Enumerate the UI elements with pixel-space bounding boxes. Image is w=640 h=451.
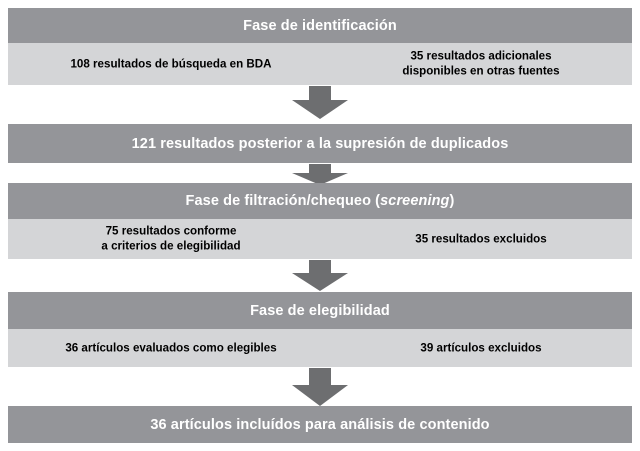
stage-header-filtracion: Fase de filtración/chequeo (screening) <box>8 183 632 219</box>
arrow-down-icon-2 <box>292 164 348 185</box>
stage-body-elegibilidad: 36 artículos evaluados como elegibles 39… <box>8 329 632 367</box>
elegibilidad-right-count: 39 artículos excluidos <box>420 341 542 355</box>
identificacion-left-count: 108 resultados de búsqueda en BDA <box>70 57 272 71</box>
stage-header-elegibilidad: Fase de elegibilidad <box>8 292 632 329</box>
stage-header-inclusion: 36 artículos incluídos para análisis de … <box>8 406 632 443</box>
stage-header-filtracion-suffix: ) <box>449 193 455 209</box>
stage-body-filtracion: 75 resultados conforme a criterios de el… <box>8 219 632 259</box>
filtracion-left-count: 75 resultados conforme a criterios de el… <box>101 224 241 253</box>
arrow-down-icon-3 <box>292 260 348 291</box>
stage-body-identificacion: 108 resultados de búsqueda en BDA 35 res… <box>8 43 632 85</box>
filtracion-right-count: 35 resultados excluidos <box>415 232 547 246</box>
stage-header-duplicados: 121 resultados posterior a la supresión … <box>8 124 632 163</box>
elegibilidad-left-count: 36 artículos evaluados como elegibles <box>65 341 277 355</box>
stage-header-identificacion: Fase de identificación <box>8 8 632 43</box>
identificacion-right-count: 35 resultados adicionales disponibles en… <box>402 49 560 78</box>
stage-header-filtracion-prefix: Fase de filtración/chequeo ( <box>185 193 381 209</box>
arrow-down-icon-4 <box>292 368 348 406</box>
arrow-down-icon-1 <box>292 86 348 119</box>
stage-header-filtracion-italic: screening <box>380 193 450 209</box>
